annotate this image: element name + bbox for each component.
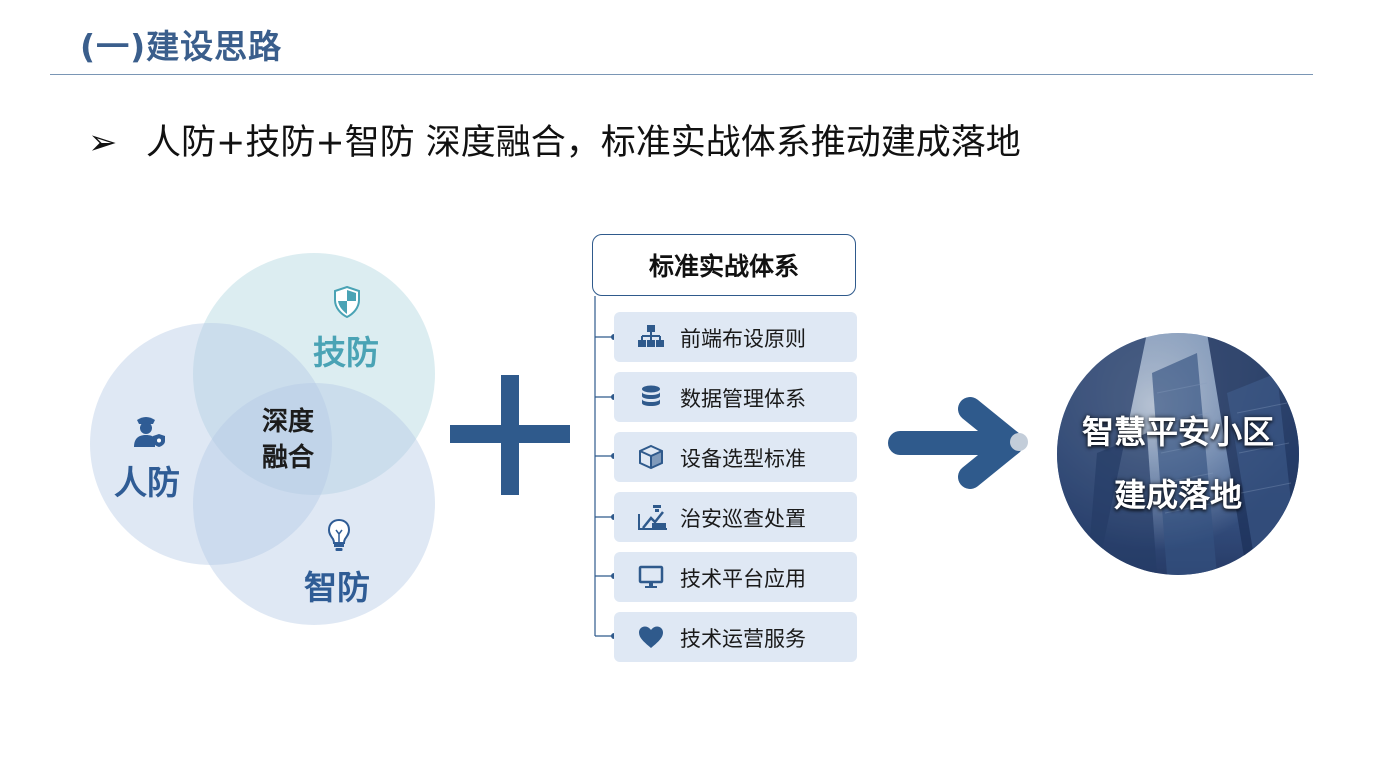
venn-center-line2: 融合 (261, 443, 314, 473)
system-item-platform: 技术平台应用 (614, 552, 857, 602)
venn-circle-smart (193, 383, 435, 625)
police-officer-icon (134, 417, 165, 447)
network-hierarchy-icon (638, 325, 664, 347)
venn-label-human: 人防 (114, 463, 180, 502)
venn-center-line1: 深度 (261, 407, 314, 437)
venn-center-label: 深度 融合 (248, 404, 328, 476)
heart-icon (639, 626, 663, 648)
system-item-label: 技术平台应用 (680, 567, 806, 591)
system-item-label: 数据管理体系 (680, 387, 806, 411)
headline: ➢ 人防+技防+智防 深度融合，标准实战体系推动建成落地 (88, 114, 1021, 165)
city-skyline-image (1057, 333, 1299, 575)
system-item-label: 设备选型标准 (680, 447, 806, 471)
outcome-line-2: 建成落地 (1113, 476, 1242, 514)
venn-circle-tech (193, 253, 435, 495)
lightbulb-icon (327, 518, 351, 551)
system-item-label: 技术运营服务 (680, 627, 806, 651)
system-item-patrol: 治安巡查处置 (614, 492, 857, 542)
right-arrow-icon (888, 397, 1028, 489)
system-title: 标准实战体系 (648, 252, 799, 281)
system-item-label: 前端布设原则 (680, 327, 806, 351)
system-item-frontend: 前端布设原则 (614, 312, 857, 362)
database-icon (642, 385, 660, 406)
title-divider (50, 74, 1313, 75)
system-item-operation: 技术运营服务 (614, 612, 857, 662)
arrow-bullet-icon: ➢ (88, 123, 118, 163)
headline-text: 人防+技防+智防 深度融合，标准实战体系推动建成落地 (146, 123, 1021, 163)
system-title-box: 标准实战体系 (592, 234, 856, 296)
venn-label-tech: 技防 (313, 333, 379, 372)
monitor-icon (638, 565, 664, 588)
outcome-line-1: 智慧平安小区 (1081, 413, 1274, 451)
system-item-label: 治安巡查处置 (680, 507, 806, 531)
patrol-inspection-icon (638, 505, 667, 530)
cube-box-icon (639, 444, 663, 470)
venn-circle-human (90, 323, 332, 565)
venn-label-smart: 智防 (304, 568, 370, 607)
section-title: (一)建设思路 (80, 27, 283, 66)
system-item-equipment: 设备选型标准 (614, 432, 857, 482)
system-item-data: 数据管理体系 (614, 372, 857, 422)
plus-sign-horizontal (450, 425, 570, 443)
outcome-circle (1057, 333, 1299, 575)
shield-icon (334, 286, 360, 318)
